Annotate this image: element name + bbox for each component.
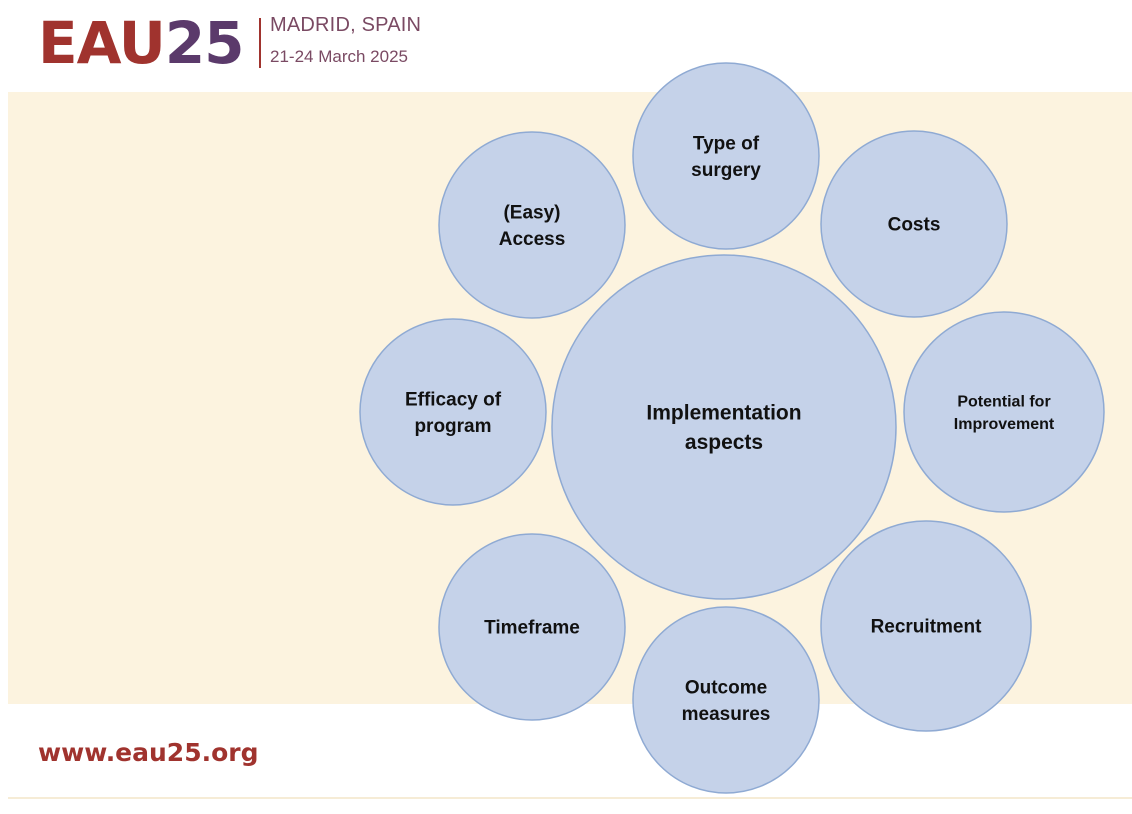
footer-divider [8,797,1132,799]
implementation-aspects-circle [551,254,897,600]
costs-label: Costs [888,215,941,236]
type-of-surgery-label: Type of [693,133,760,154]
footer-url: www.eau25.org [38,738,259,767]
timeframe-circle [438,533,626,721]
recruitment-node: Recruitment [820,520,1032,732]
outcome-measures-circle [632,606,820,794]
easy-access-node: (Easy) Access [438,131,626,319]
costs-node: Costs [820,130,1008,318]
header-divider [259,18,261,68]
logo-number-text: 25 [164,9,245,77]
logo-eau-text: EAU [38,9,166,77]
costs-circle [820,130,1008,318]
recruitment-label: Recruitment [871,617,983,638]
event-location: MADRID, SPAIN [270,14,422,36]
outcome-measures-node: Outcome measures [632,606,820,794]
efficacy-of-program-label: program [414,416,491,437]
timeframe-node: Timeframe [438,533,626,721]
easy-access-label: (Easy) [503,202,560,223]
efficacy-of-program-circle [359,318,547,506]
outcome-measures-label: measures [682,704,771,725]
type-of-surgery-label: surgery [691,160,761,181]
easy-access-label: Access [499,229,566,250]
potential-for-improvement-circle [903,311,1105,513]
efficacy-of-program-node: Efficacy of program [359,318,547,506]
eau25-logo: EAU25 [38,8,245,78]
slide-header: EAU25 MADRID, SPAIN 21-24 March 2025 [0,0,1132,92]
easy-access-circle [438,131,626,319]
timeframe-label: Timeframe [484,618,580,639]
recruitment-circle [820,520,1032,732]
potential-for-improvement-label: Potential for [957,393,1050,410]
type-of-surgery-circle [632,62,820,250]
efficacy-of-program-label: Efficacy of [405,389,502,410]
outcome-measures-label: Outcome [685,677,767,698]
event-dates: 21-24 March 2025 [270,47,408,66]
implementation-aspects-node: Implementation aspects [551,254,897,600]
implementation-aspects-label: aspects [685,431,763,454]
implementation-aspects-label: Implementation [646,402,801,425]
type-of-surgery-node: Type of surgery [632,62,820,250]
potential-for-improvement-label: Improvement [954,416,1055,433]
